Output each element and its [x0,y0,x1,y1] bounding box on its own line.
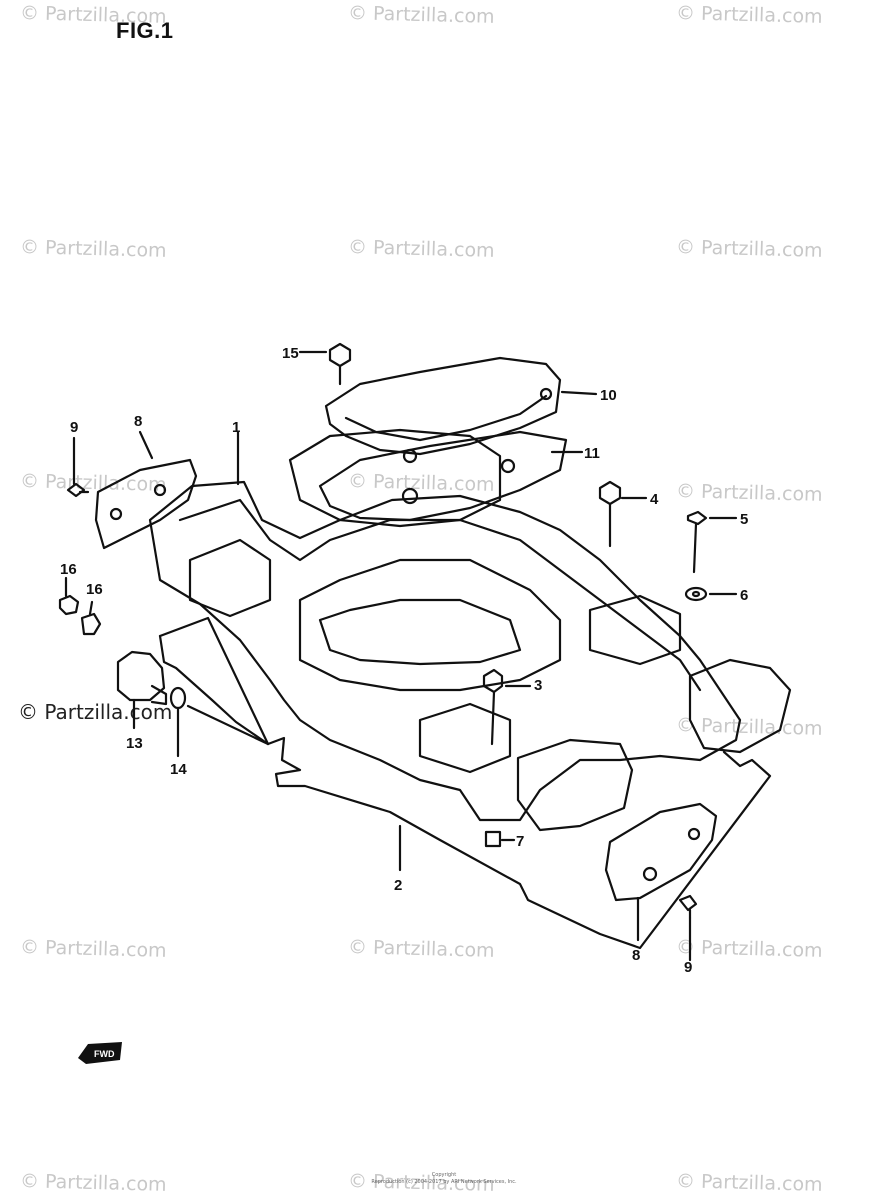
side-cover-right [604,802,718,902]
callout-9-left: 9 [70,419,78,436]
washer-6 [684,586,708,602]
bolt-5 [686,510,708,574]
front-direction-arrow-icon: FWD [78,1042,122,1064]
callout-9-right: 9 [684,959,692,976]
callout-8-right: 8 [632,947,640,964]
o-ring-14 [169,686,187,710]
callout-12: 15 [282,345,299,362]
callout-6: 6 [740,587,748,604]
footer-copyright-line1: Copyright [431,1172,457,1178]
callout-8-left: 8 [134,413,142,430]
breather-cover [324,356,562,456]
watermark-inline: © Partzilla.com [18,700,173,724]
cap-16 [80,612,102,636]
callout-10: 10 [600,387,617,404]
callout-14: 14 [170,761,187,778]
callout-4: 4 [650,491,659,508]
head-cover-gasket [158,616,772,950]
side-cover-left [94,458,198,550]
bolt-12 [328,342,352,386]
bolt-4 [598,480,622,548]
bolt-9-right [678,894,698,920]
head-cover-body [148,480,742,822]
front-badge-label: FWD [94,1049,115,1059]
callout-3: 3 [534,677,542,694]
footer-copyright-line2: Reproduction (c) 2004-2017 by ARI Networ… [371,1179,517,1185]
bushing-7 [484,830,502,848]
callout-11: 11 [584,445,600,462]
callout-15: 16 [60,561,77,578]
breather-gasket [318,430,568,522]
callout-5: 5 [740,511,748,528]
plug-13 [116,650,166,702]
bolt-9-left [66,482,90,498]
figure-title: FIG.1 [116,18,174,43]
callout-16: 16 [86,581,103,598]
callout-2: 2 [394,877,402,894]
callout-13: 13 [126,735,143,752]
bolt-3 [482,668,504,746]
plug-15 [58,594,80,616]
callout-7: 7 [516,833,524,850]
callout-1: 1 [232,419,240,436]
